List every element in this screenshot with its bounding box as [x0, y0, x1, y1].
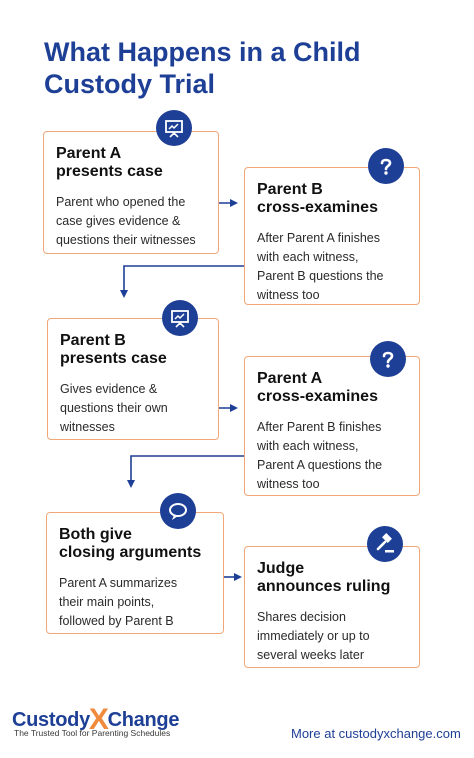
logo-tagline: The Trusted Tool for Parenting Schedules [14, 728, 171, 738]
step-title: Parent A cross-examines [257, 370, 378, 405]
step-card-parent-b-presents: Parent B presents case Gives evidence & … [47, 318, 219, 440]
step-description: Parent who opened the case gives evidenc… [56, 195, 196, 247]
page-title: What Happens in a Child Custody Trial [44, 37, 361, 99]
speech-bubble-icon [160, 493, 196, 529]
step-card-judge-ruling: Judge announces ruling Shares decision i… [244, 546, 420, 668]
logo-wordmark: CustodyXChange [12, 700, 180, 736]
question-mark-icon [370, 341, 406, 377]
step-description: After Parent B finishes with each witnes… [257, 420, 383, 491]
logo-word-custody: Custody [12, 709, 90, 731]
arrow-2-to-3 [120, 265, 244, 298]
step-description: Parent A summarizes their main points, f… [59, 576, 178, 628]
step-description: Shares decision immediately or up to sev… [257, 610, 370, 662]
step-description: Gives evidence & questions their own wit… [60, 382, 168, 434]
step-card-closing-arguments: Both give closing arguments Parent A sum… [46, 512, 224, 634]
website-link[interactable]: More at custodyxchange.com [291, 726, 461, 741]
logo-x: X [88, 703, 109, 736]
logo-word-change: Change [107, 709, 180, 731]
step-title: Judge announces ruling [257, 560, 391, 595]
presentation-board-icon [156, 110, 192, 146]
question-mark-icon [368, 148, 404, 184]
arrow-4-to-5 [127, 455, 244, 488]
step-title: Both give closing arguments [59, 526, 202, 561]
step-title: Parent B presents case [60, 332, 167, 367]
step-card-parent-b-cross: Parent B cross-examines After Parent A f… [244, 167, 420, 305]
step-card-parent-a-cross: Parent A cross-examines After Parent B f… [244, 356, 420, 496]
step-description: After Parent A finishes with each witnes… [257, 231, 384, 302]
step-title: Parent B cross-examines [257, 181, 378, 216]
step-title: Parent A presents case [56, 145, 163, 180]
step-card-parent-a-presents: Parent A presents case Parent who opened… [43, 131, 219, 254]
custodyxchange-logo: CustodyXChange The Trusted Tool for Pare… [12, 700, 212, 744]
presentation-board-icon [162, 300, 198, 336]
gavel-icon [367, 526, 403, 562]
